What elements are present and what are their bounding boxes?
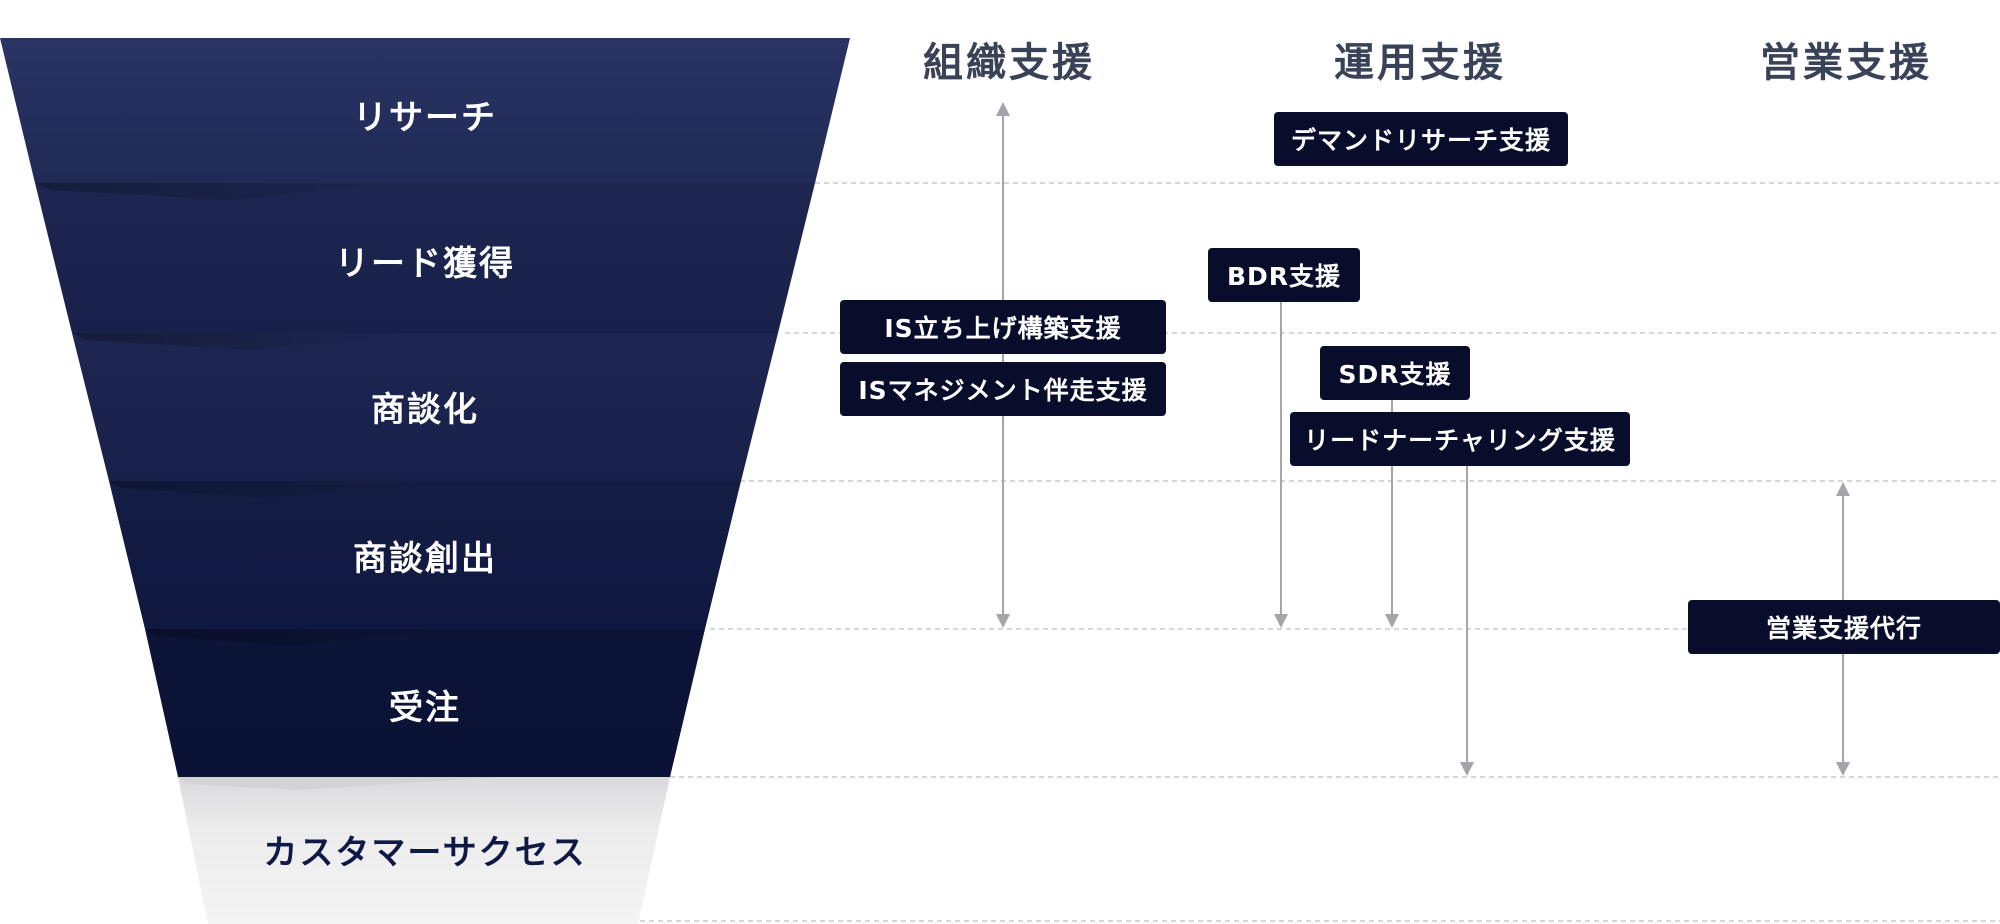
funnel-segment-research	[0, 38, 850, 183]
stage-label-customer-success: カスタマーサクセス	[263, 833, 587, 873]
stage-label-meeting: 商談化	[371, 390, 479, 430]
stage-label-lead-acquisition: リード獲得	[335, 244, 515, 284]
tag-demand-research: デマンドリサーチ支援	[1274, 112, 1568, 166]
stage-label-opportunity: 商談創出	[353, 539, 497, 579]
tag-is-management: ISマネジメント伴走支援	[840, 362, 1166, 416]
column-heading-org: 組織支援	[923, 40, 1095, 86]
stage-label-research: リサーチ	[353, 98, 497, 138]
tag-sdr: SDR支援	[1320, 346, 1470, 400]
column-heading-sales: 営業支援	[1760, 40, 1932, 86]
tag-is-setup: IS立ち上げ構築支援	[840, 300, 1166, 354]
tag-bdr: BDR支援	[1208, 248, 1360, 302]
tag-sales-agency: 営業支援代行	[1688, 600, 2000, 654]
column-heading-ops: 運用支援	[1334, 40, 1506, 86]
funnel-segment-meeting	[72, 333, 778, 481]
tag-lead-nurturing: リードナーチャリング支援	[1290, 412, 1630, 466]
stage-label-order: 受注	[389, 688, 461, 728]
funnel-segment-order	[145, 629, 705, 777]
funnel-segment-customer-success	[178, 777, 670, 924]
funnel-segment-lead	[35, 183, 815, 333]
funnel-segment-opportunity	[109, 481, 741, 629]
